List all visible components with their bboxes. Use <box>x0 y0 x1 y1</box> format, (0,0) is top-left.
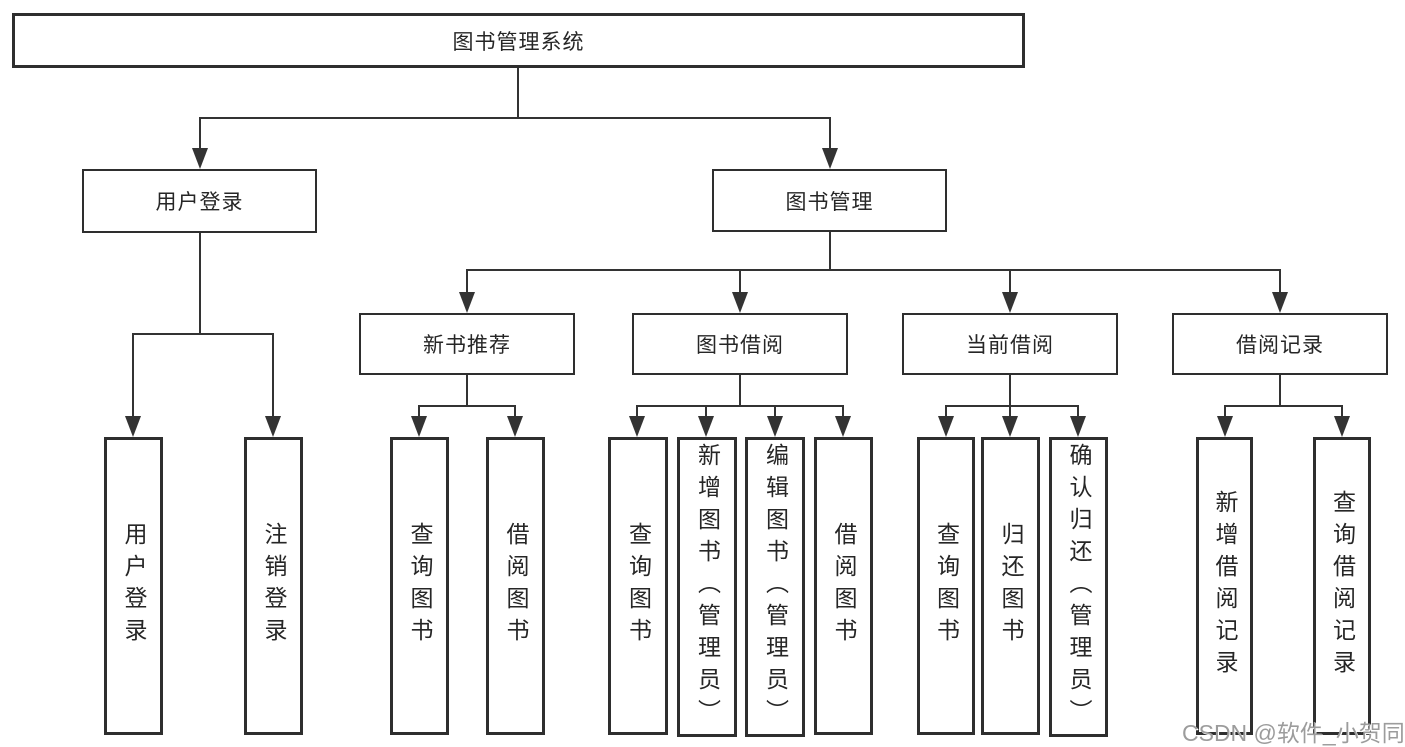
connector-line <box>199 117 201 150</box>
connector-line <box>466 269 468 293</box>
arrow-down-icon <box>125 416 141 437</box>
arrow-down-icon <box>767 416 783 437</box>
connector-line <box>1279 375 1281 407</box>
node-borrow-records: 借阅记录 <box>1172 313 1388 375</box>
node-library-management-system: 图书管理系统 <box>12 13 1025 68</box>
arrow-down-icon <box>265 416 281 437</box>
leaf-logout: 注销登录 <box>244 437 303 735</box>
connector-line <box>842 405 844 417</box>
leaf-edit-books-admin: 编辑图书（管理员） <box>745 437 805 737</box>
connector-line <box>466 375 468 407</box>
leaf-borrow-books: 借阅图书 <box>814 437 873 735</box>
node-label: 当前借阅 <box>966 334 1054 357</box>
node-book-borrow: 图书借阅 <box>632 313 848 375</box>
node-label: 新书推荐 <box>423 334 511 357</box>
connector-line <box>636 405 844 407</box>
node-label: 编辑图书（管理员） <box>762 443 789 731</box>
connector-line <box>466 269 1281 271</box>
connector-line <box>517 68 519 118</box>
connector-line <box>636 405 638 417</box>
watermark: CSDN @软件_小贺同学 <box>1182 720 1405 746</box>
leaf-query-books-borrow: 查询图书 <box>608 437 668 735</box>
node-label: 查询借阅记录 <box>1329 490 1356 682</box>
arrow-down-icon <box>1334 416 1350 437</box>
node-label: 图书管理系统 <box>452 30 585 54</box>
node-label: 图书借阅 <box>696 334 784 357</box>
connector-line <box>1077 405 1079 417</box>
node-label: 注销登录 <box>261 522 287 650</box>
leaf-query-books-recommend: 查询图书 <box>390 437 449 735</box>
node-label: 查询图书 <box>625 522 652 650</box>
leaf-add-books-admin: 新增图书（管理员） <box>677 437 737 737</box>
leaf-user-login: 用户登录 <box>104 437 163 735</box>
node-label: 查询图书 <box>933 522 960 650</box>
arrow-down-icon <box>732 292 748 313</box>
connector-line <box>514 405 516 417</box>
connector-line <box>1009 405 1011 417</box>
arrow-down-icon <box>1272 292 1288 313</box>
node-current-borrow: 当前借阅 <box>902 313 1118 375</box>
node-label: 确认归还（管理员） <box>1066 443 1092 731</box>
arrow-down-icon <box>1217 416 1233 437</box>
arrow-down-icon <box>1070 416 1086 437</box>
connector-line <box>829 232 831 270</box>
arrow-down-icon <box>507 416 523 437</box>
connector-line <box>199 233 201 335</box>
node-label: 新增图书（管理员） <box>694 443 721 731</box>
leaf-borrow-books-recommend: 借阅图书 <box>486 437 545 735</box>
node-label: 用户登录 <box>121 522 147 650</box>
node-label: 用户登录 <box>155 191 244 214</box>
connector-line <box>132 333 134 416</box>
connector-line <box>1224 405 1343 407</box>
connector-line <box>829 117 831 150</box>
leaf-confirm-return-admin: 确认归还（管理员） <box>1049 437 1108 737</box>
arrow-down-icon <box>938 416 954 437</box>
arrow-down-icon <box>822 148 838 169</box>
node-new-book-recommend: 新书推荐 <box>359 313 575 375</box>
connector-line <box>418 405 420 417</box>
leaf-add-borrow-record: 新增借阅记录 <box>1196 437 1253 735</box>
arrow-down-icon <box>1002 416 1018 437</box>
leaf-query-borrow-record: 查询借阅记录 <box>1313 437 1371 735</box>
node-label: 归还图书 <box>998 522 1024 650</box>
arrow-down-icon <box>698 416 714 437</box>
node-label: 借阅图书 <box>503 522 529 650</box>
arrow-down-icon <box>411 416 427 437</box>
node-label: 借阅图书 <box>831 522 857 650</box>
connector-line <box>1224 405 1226 417</box>
arrow-down-icon <box>835 416 851 437</box>
connector-line <box>945 405 947 417</box>
connector-line <box>132 333 274 335</box>
arrow-down-icon <box>629 416 645 437</box>
node-user-login: 用户登录 <box>82 169 317 233</box>
connector-line <box>739 375 741 407</box>
node-label: 图书管理 <box>785 190 874 214</box>
connector-line <box>418 405 516 407</box>
arrow-down-icon <box>459 292 475 313</box>
connector-line <box>1009 269 1011 293</box>
node-book-management: 图书管理 <box>712 169 947 232</box>
connector-line <box>945 405 1078 407</box>
connector-line <box>1009 375 1011 407</box>
connector-line <box>1279 269 1281 293</box>
connector-line <box>774 405 776 417</box>
connector-line <box>272 333 274 416</box>
leaf-return-books: 归还图书 <box>981 437 1040 735</box>
arrow-down-icon <box>1002 292 1018 313</box>
connector-line <box>705 405 707 417</box>
leaf-query-books-current: 查询图书 <box>917 437 975 735</box>
connector-line <box>739 269 741 293</box>
connector-line <box>1341 405 1343 417</box>
node-label: 新增借阅记录 <box>1212 490 1238 682</box>
connector-line <box>199 117 831 119</box>
node-label: 查询图书 <box>407 522 433 650</box>
arrow-down-icon <box>192 148 208 169</box>
node-label: 借阅记录 <box>1236 334 1324 357</box>
